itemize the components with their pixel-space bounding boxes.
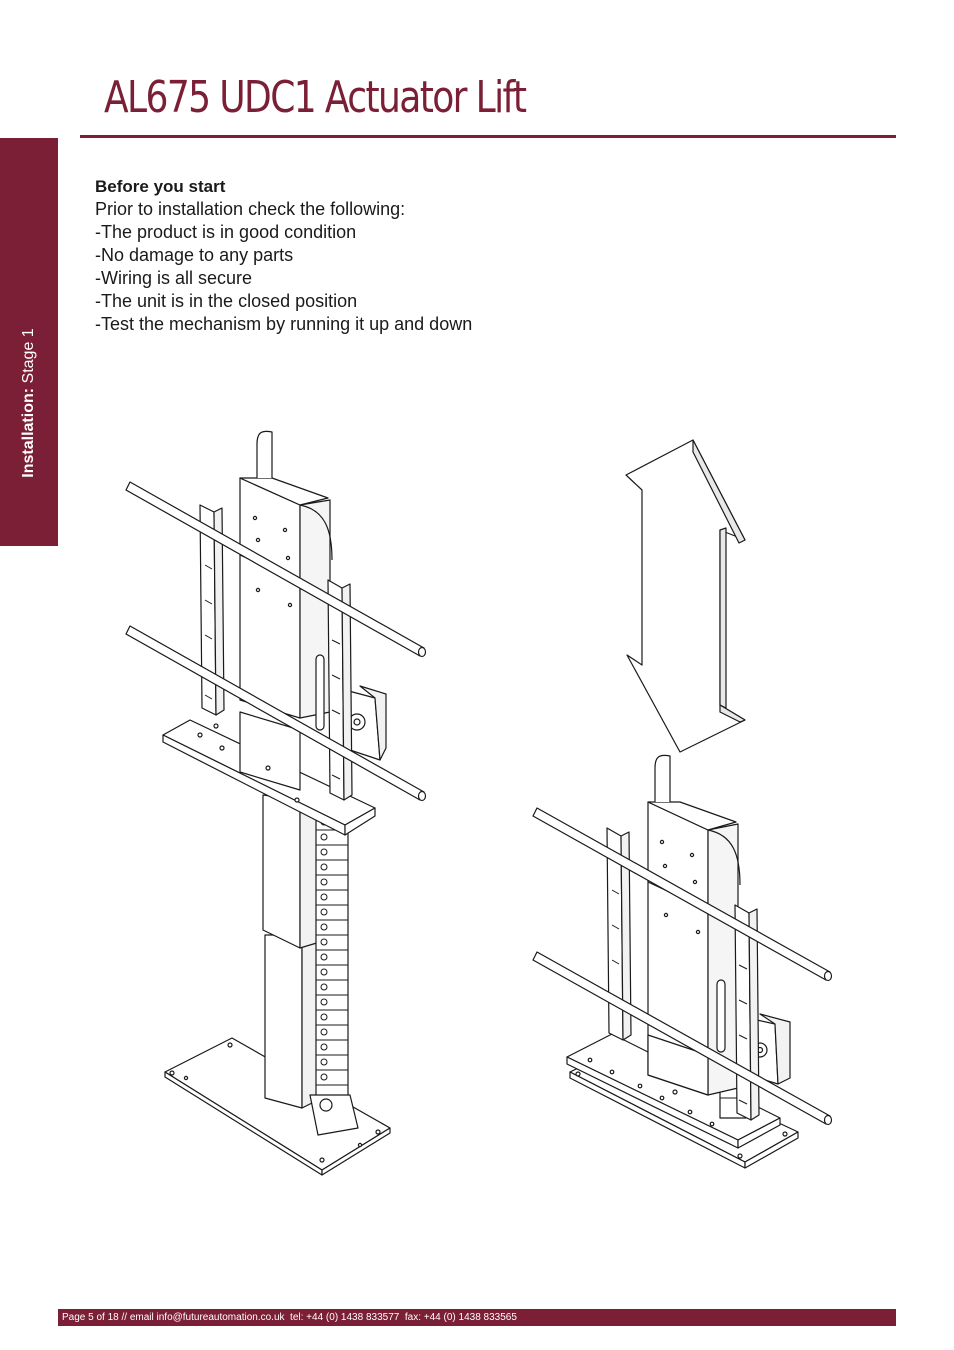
up-down-arrow <box>625 439 746 753</box>
raised-lift-drawing <box>125 430 427 1176</box>
before-you-start: Before you start Prior to installation c… <box>95 175 472 336</box>
page-title: AL675 UDC1 Actuator Lift <box>104 72 527 123</box>
checklist-item: -Test the mechanism by running it up and… <box>95 314 473 334</box>
page-footer: Page 5 of 18 // email info@futureautomat… <box>58 1309 896 1326</box>
checklist-item: -The unit is in the closed position <box>95 291 358 311</box>
checklist-item: -The product is in good condition <box>95 222 357 242</box>
intro-lead: Prior to installation check the followin… <box>95 199 406 219</box>
checklist: -The product is in good condition -No da… <box>95 221 472 336</box>
intro-heading: Before you start <box>95 177 226 196</box>
checklist-item: -Wiring is all secure <box>95 268 253 288</box>
section-tab: Installation: Stage 1 <box>0 138 58 546</box>
title-divider <box>80 135 896 138</box>
checklist-item: -No damage to any parts <box>95 245 294 265</box>
closed-lift-drawing <box>532 754 833 1169</box>
